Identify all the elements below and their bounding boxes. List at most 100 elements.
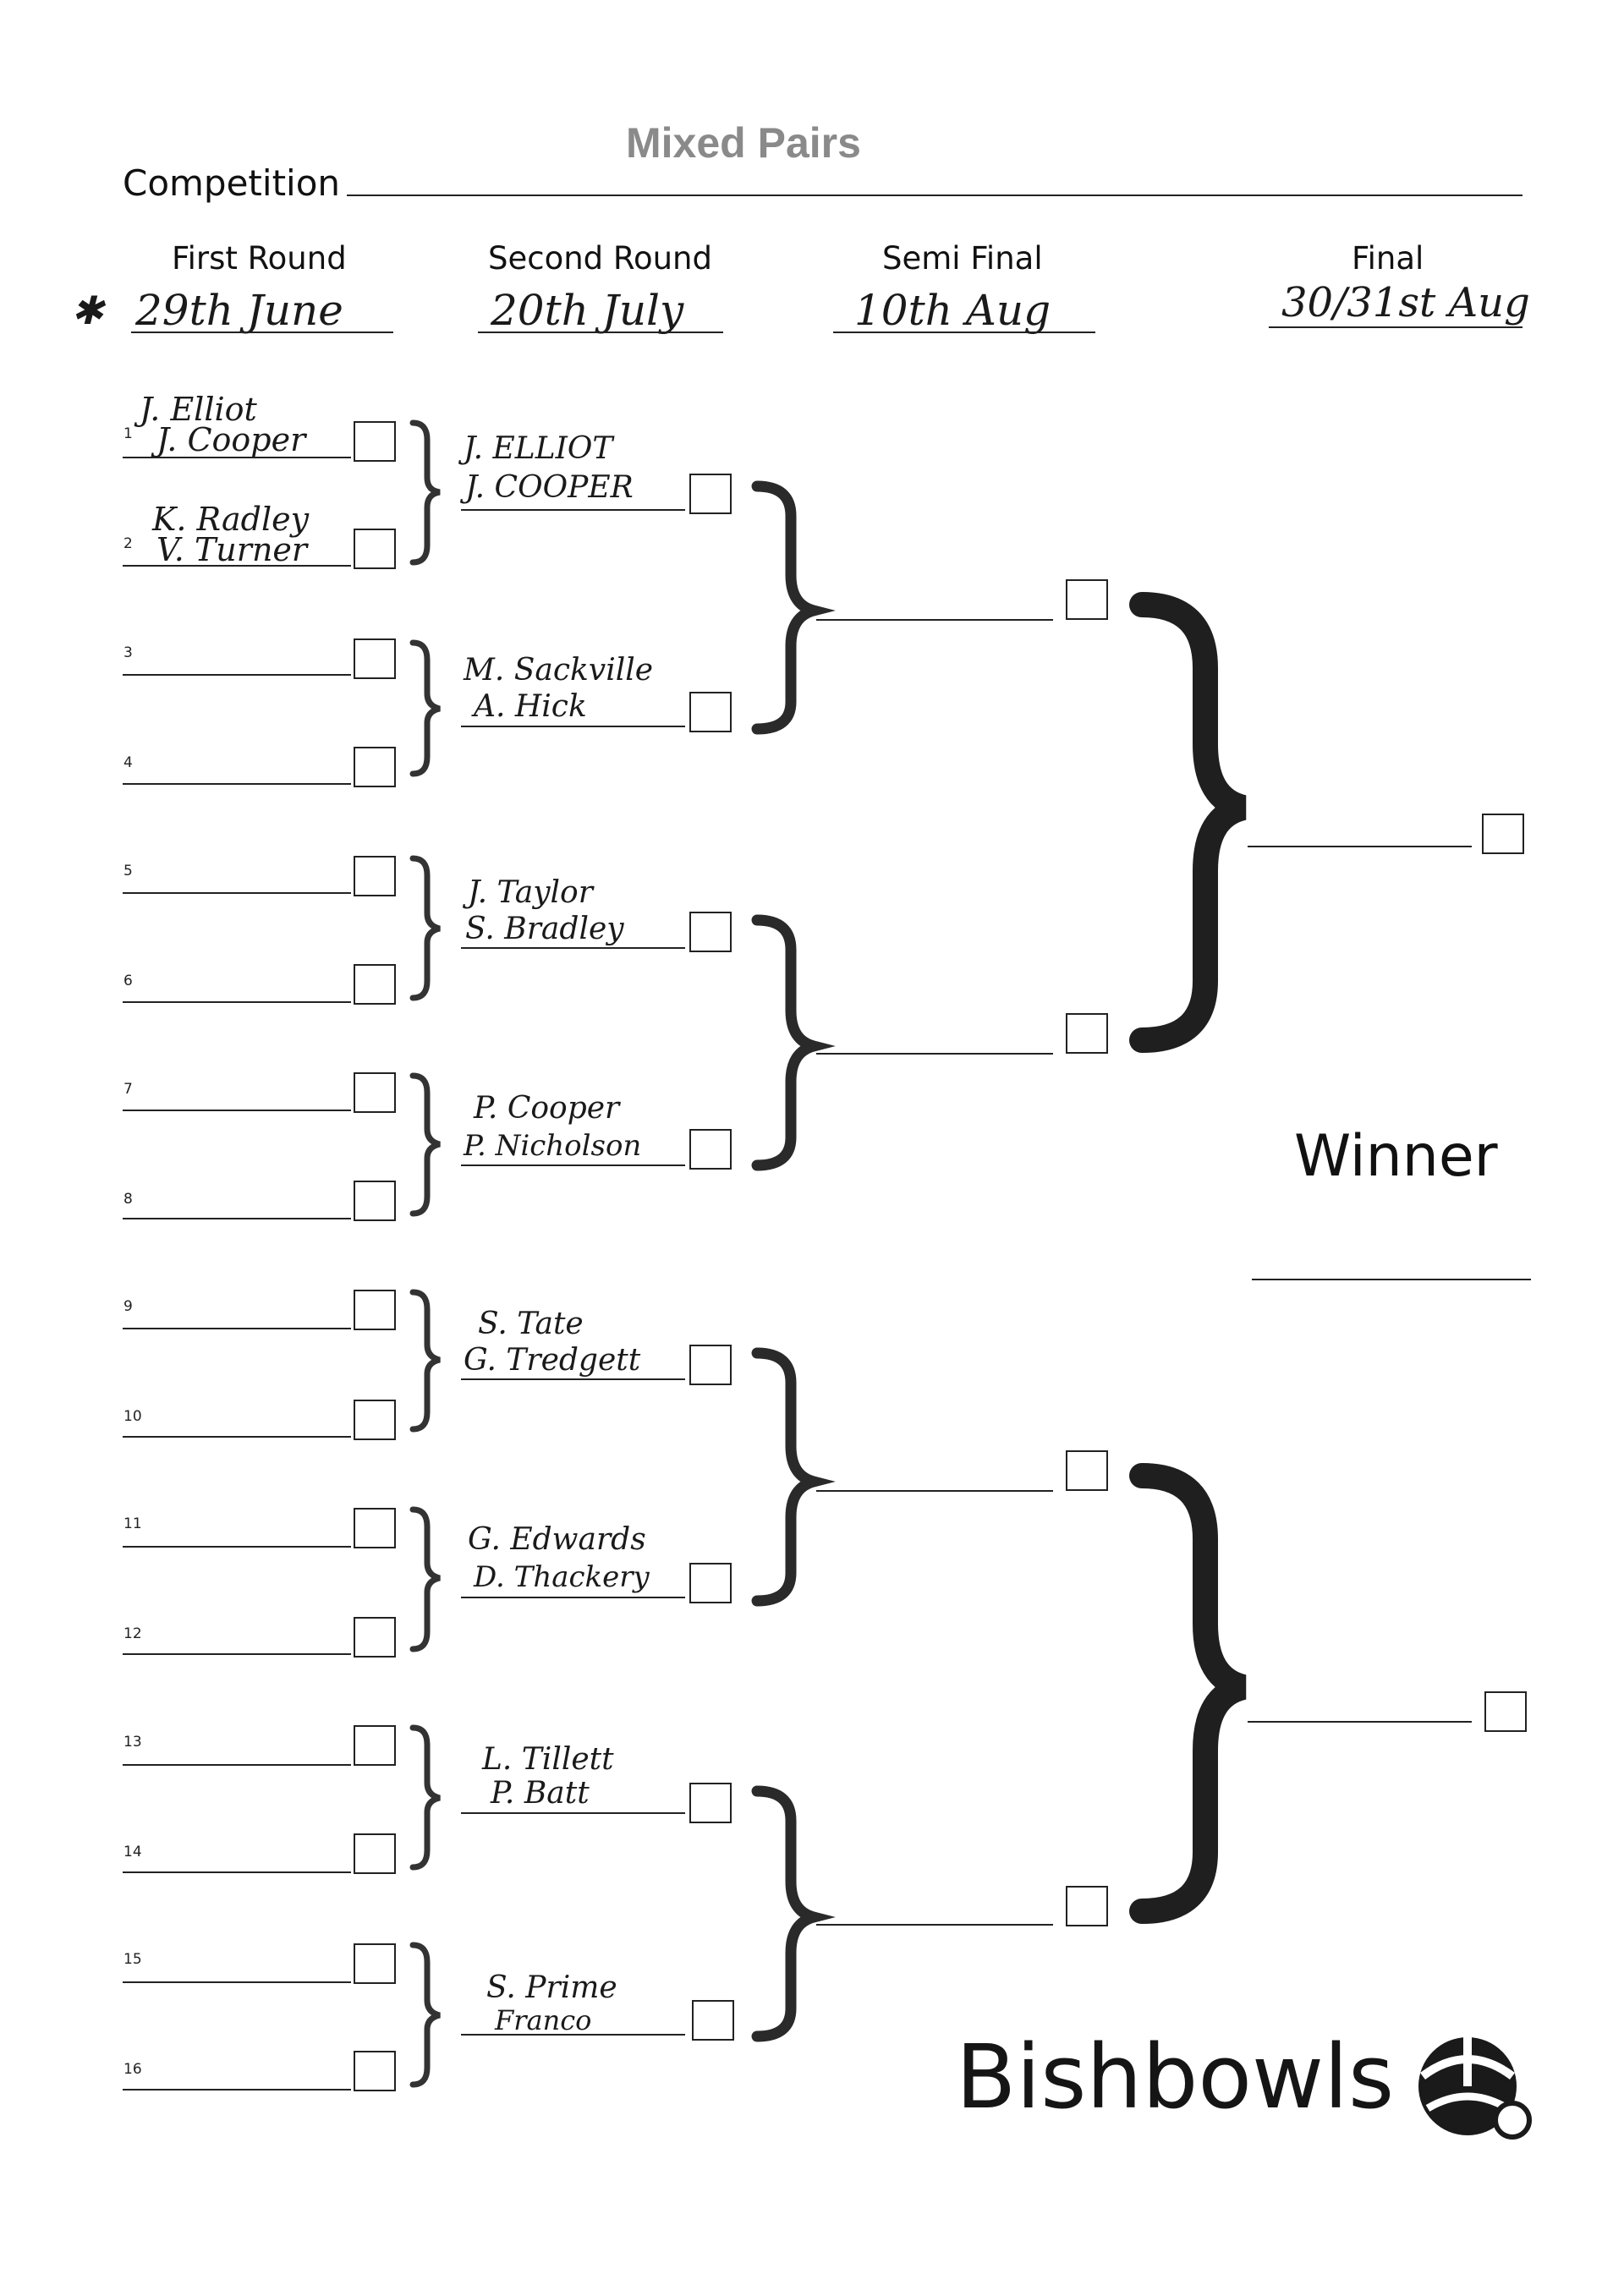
brace-r1-2 — [409, 639, 441, 777]
second-round-braces — [751, 480, 836, 2042]
first-round-date: 29th June — [135, 286, 343, 335]
r2-slot-8-name-a: S. Prime — [486, 1970, 617, 2005]
semi-final-heading: Semi Final — [882, 240, 1043, 277]
slot-11-checkbox[interactable] — [354, 1508, 396, 1548]
slot-9-line — [123, 1328, 351, 1329]
r2-slot-5-checkbox[interactable] — [689, 1345, 732, 1385]
brace-r2-2 — [751, 914, 836, 1171]
slot-7-line — [123, 1110, 351, 1111]
r2-slot-2-checkbox[interactable] — [689, 692, 732, 732]
semi-slot-1-line — [816, 619, 1053, 621]
slot-10-number: 10 — [123, 1408, 142, 1425]
r2-slot-3-name-b: S. Bradley — [465, 912, 624, 946]
slot-11-number: 11 — [123, 1515, 142, 1532]
slot-16-checkbox[interactable] — [354, 2051, 396, 2091]
slot-16-line — [123, 2089, 351, 2091]
r2-slot-4-line — [461, 1164, 685, 1166]
slot-12-checkbox[interactable] — [354, 1617, 396, 1658]
semi-final-date-line — [833, 332, 1095, 333]
r2-slot-6-checkbox[interactable] — [689, 1563, 732, 1603]
slot-12-line — [123, 1653, 351, 1655]
slot-9-checkbox[interactable] — [354, 1290, 396, 1330]
brace-r1-7 — [409, 1724, 441, 1871]
r2-slot-1-checkbox[interactable] — [689, 474, 732, 514]
semi-slot-4-checkbox[interactable] — [1066, 1886, 1108, 1926]
slot-2-line — [123, 565, 351, 567]
slot-8-checkbox[interactable] — [354, 1181, 396, 1221]
brace-r2-3 — [751, 1347, 836, 1607]
semi-final-braces — [1129, 592, 1248, 1924]
semi-slot-4-line — [816, 1924, 1053, 1926]
semi-slot-2-checkbox[interactable] — [1066, 1013, 1108, 1054]
slot-3-line — [123, 674, 351, 676]
slot-4-checkbox[interactable] — [354, 747, 396, 787]
competition-underline — [347, 195, 1522, 196]
slot-13-number: 13 — [123, 1734, 142, 1751]
semi-slot-1-checkbox[interactable] — [1066, 579, 1108, 620]
slot-3-checkbox[interactable] — [354, 638, 396, 679]
slot-11-line — [123, 1546, 351, 1548]
brace-r1-6 — [409, 1506, 441, 1652]
first-round-braces — [409, 419, 441, 2088]
r2-slot-7-line — [461, 1812, 685, 1814]
final-slot-2-line — [1248, 1721, 1472, 1723]
slot-4-number: 4 — [123, 754, 133, 771]
brace-r1-8 — [409, 1942, 441, 2088]
r2-slot-4-name-a: P. Cooper — [474, 1091, 620, 1126]
final-slot-1-checkbox[interactable] — [1482, 814, 1524, 854]
brace-r1-1 — [409, 419, 441, 566]
slot-2-number: 2 — [123, 535, 133, 552]
final-heading: Final — [1352, 240, 1424, 277]
slot-6-line — [123, 1001, 351, 1003]
r2-slot-4-checkbox[interactable] — [689, 1129, 732, 1170]
slot-1-checkbox[interactable] — [354, 421, 396, 462]
slot-5-checkbox[interactable] — [354, 856, 396, 896]
slot-14-checkbox[interactable] — [354, 1833, 396, 1874]
r2-slot-2-name-a: M. Sackville — [464, 653, 654, 688]
slot-10-checkbox[interactable] — [354, 1400, 396, 1440]
slot-8-number: 8 — [123, 1191, 133, 1208]
brace-semi-2 — [1129, 1463, 1248, 1924]
slot-13-checkbox[interactable] — [354, 1725, 396, 1766]
slot-8-line — [123, 1218, 351, 1219]
slot-6-checkbox[interactable] — [354, 964, 396, 1005]
r2-slot-7-name-a: L. Tillett — [482, 1742, 614, 1777]
slot-16-number: 16 — [123, 2061, 142, 2078]
r2-slot-7-name-b: P. Batt — [491, 1776, 590, 1811]
slot-2-name-b: V. Turner — [156, 531, 308, 568]
slot-14-number: 14 — [123, 1844, 142, 1860]
final-slot-2-checkbox[interactable] — [1484, 1691, 1527, 1732]
slot-5-number: 5 — [123, 863, 133, 879]
slot-7-checkbox[interactable] — [354, 1072, 396, 1113]
brace-r2-4 — [751, 1785, 836, 2042]
brace-semi-1 — [1129, 592, 1248, 1053]
r2-slot-3-checkbox[interactable] — [689, 912, 732, 952]
slot-12-number: 12 — [123, 1625, 142, 1642]
r2-slot-2-name-b: A. Hick — [474, 689, 587, 724]
final-date-line — [1269, 326, 1522, 328]
brace-r1-5 — [409, 1289, 441, 1433]
slot-10-line — [123, 1436, 351, 1438]
brand-wordmark: Bishbowls — [956, 2025, 1395, 2129]
first-round-mark: ✱ — [71, 288, 104, 333]
competition-label: Competition — [123, 162, 341, 204]
r2-slot-5-line — [461, 1378, 685, 1380]
semi-slot-3-checkbox[interactable] — [1066, 1450, 1108, 1491]
slot-1-name-a: J. Elliot — [140, 391, 257, 428]
r2-slot-3-line — [461, 947, 685, 949]
slot-15-checkbox[interactable] — [354, 1943, 396, 1984]
r2-slot-5-name-a: S. Tate — [478, 1307, 584, 1341]
r2-slot-8-line — [461, 2034, 685, 2036]
slot-9-number: 9 — [123, 1298, 133, 1315]
brace-r1-3 — [409, 855, 441, 1001]
final-date: 30/31st Aug — [1281, 279, 1530, 326]
slot-2-name-a: K. Radley — [152, 501, 310, 538]
slot-2-checkbox[interactable] — [354, 529, 396, 569]
r2-slot-6-name-a: G. Edwards — [468, 1522, 646, 1557]
second-round-date: 20th July — [491, 286, 684, 335]
brace-r2-1 — [751, 480, 836, 735]
r2-slot-8-checkbox[interactable] — [692, 2000, 734, 2041]
r2-slot-3-name-a: J. Taylor — [468, 875, 593, 910]
r2-slot-7-checkbox[interactable] — [689, 1783, 732, 1823]
r2-slot-2-line — [461, 726, 685, 727]
